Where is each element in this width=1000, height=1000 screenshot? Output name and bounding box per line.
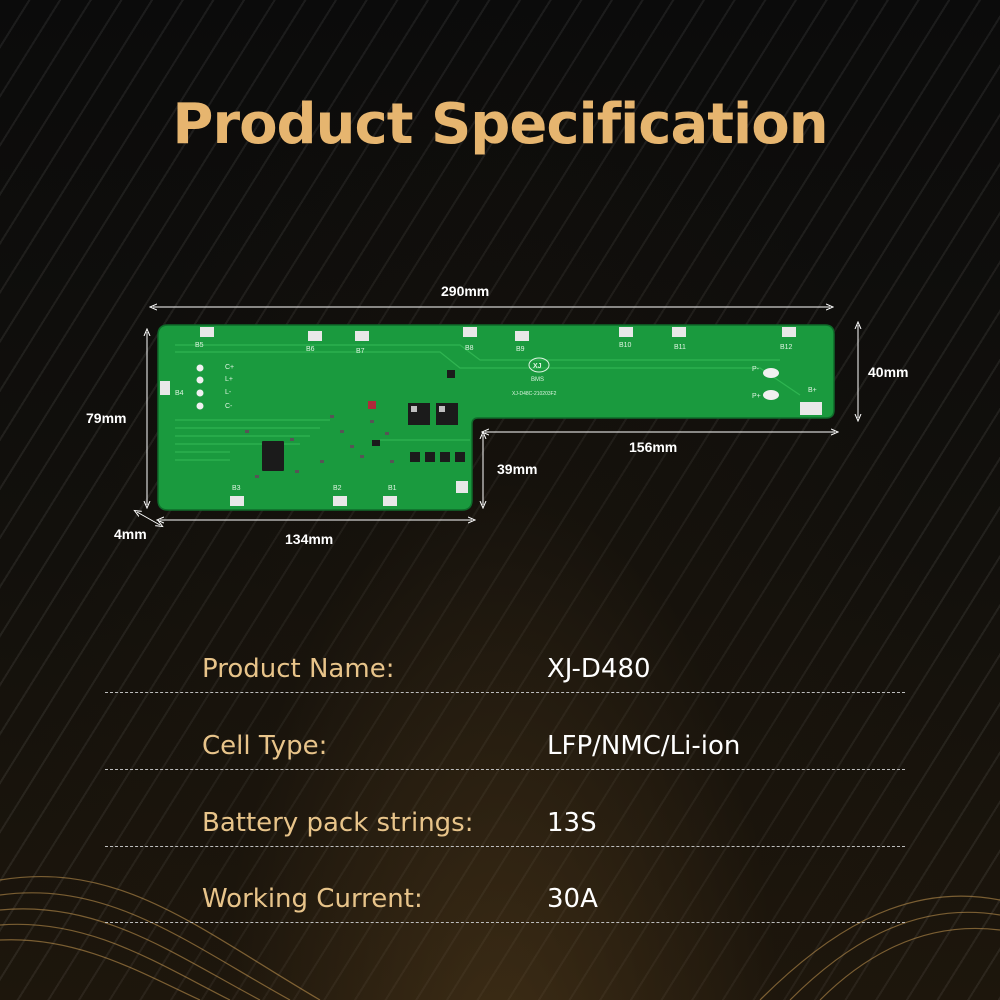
dimension-step-height: 39mm <box>497 461 538 477</box>
svg-text:P-: P- <box>752 366 760 373</box>
svg-text:B5: B5 <box>195 342 204 349</box>
pcb-board <box>157 324 835 511</box>
svg-text:B11: B11 <box>674 344 686 351</box>
page-title: Product Specification <box>172 92 828 157</box>
svg-text:B+: B+ <box>808 387 817 394</box>
spec-label: Cell Type: <box>202 731 328 761</box>
svg-text:B9: B9 <box>516 346 525 353</box>
spec-value: 13S <box>547 808 597 838</box>
svg-text:B2: B2 <box>333 485 342 492</box>
dimension-lines <box>137 307 858 525</box>
spec-row-product-name: Product Name: XJ-D480 <box>105 634 905 693</box>
xj-bms-logo: XJ BMS <box>528 357 550 383</box>
spec-row-battery-strings: Battery pack strings: 13S <box>105 788 905 847</box>
svg-text:L-: L- <box>225 389 232 396</box>
svg-text:B6: B6 <box>306 346 315 353</box>
svg-text:C+: C+ <box>225 364 234 371</box>
dimension-overall-height: 79mm <box>86 410 127 426</box>
spec-label: Product Name: <box>202 654 395 684</box>
svg-text:B3: B3 <box>232 485 241 492</box>
svg-text:B12: B12 <box>780 344 793 351</box>
svg-text:B1: B1 <box>388 485 397 492</box>
spec-value: 30A <box>547 884 598 914</box>
spec-row-cell-type: Cell Type: LFP/NMC/Li-ion <box>105 711 905 770</box>
spec-value: XJ-D480 <box>547 654 651 684</box>
spec-row-working-current: Working Current: 30A <box>105 864 905 923</box>
dimension-thickness: 4mm <box>114 526 147 542</box>
svg-text:L+: L+ <box>225 376 233 383</box>
svg-text:P+: P+ <box>752 393 761 400</box>
svg-text:C-: C- <box>225 403 233 410</box>
dimension-overall-length: 290mm <box>441 283 490 299</box>
svg-text:B7: B7 <box>356 348 365 355</box>
svg-text:B4: B4 <box>175 390 184 397</box>
dimension-tail-length: 156mm <box>629 439 678 455</box>
spec-label: Battery pack strings: <box>202 808 474 838</box>
spec-value: LFP/NMC/Li-ion <box>547 731 741 761</box>
svg-text:B8: B8 <box>465 345 474 352</box>
svg-text:BMS: BMS <box>531 377 544 383</box>
dimension-tail-height: 40mm <box>868 364 909 380</box>
spec-label: Working Current: <box>202 884 423 914</box>
svg-text:XJ: XJ <box>533 363 542 370</box>
svg-text:XJ-D48C-210203F2: XJ-D48C-210203F2 <box>512 391 557 397</box>
dimension-head-length: 134mm <box>285 531 334 547</box>
svg-text:B10: B10 <box>619 342 632 349</box>
